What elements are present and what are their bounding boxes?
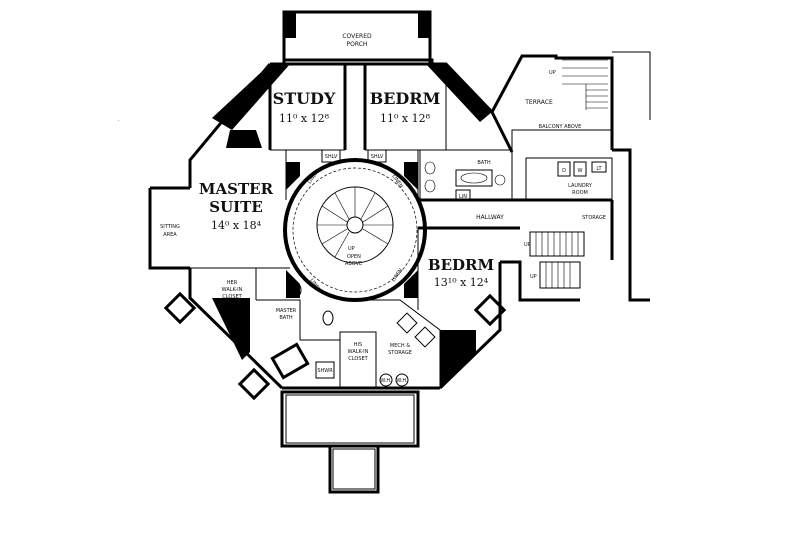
storage-label: STORAGE: [582, 215, 606, 221]
laundry-label-1: LAUNDRY: [568, 183, 593, 189]
laundry-label-2: ROOM: [572, 190, 588, 196]
covered-porch-label-1: COVERED: [342, 33, 372, 40]
bath-label: BATH: [477, 160, 491, 166]
stair-up-label: UP: [348, 246, 355, 252]
stair-up-label-3: UP: [530, 274, 537, 280]
mech-label-2: STORAGE: [388, 350, 412, 356]
washer-label: W: [578, 168, 583, 174]
bay-boxes: [163, 291, 507, 401]
shlv-label-2: SHLV: [371, 154, 384, 160]
bedrm2-name: BEDRM: [428, 256, 494, 274]
master-dim: 14⁰ x 18⁴: [211, 219, 262, 232]
bedrm1-dim: 11⁰ x 12⁸: [380, 112, 431, 125]
bedroom-1: BEDRM 11⁰ x 12⁸: [363, 64, 447, 151]
storage-and-stair: STORAGE UP UP: [500, 148, 650, 302]
her-closet-2: WALK-IN: [222, 287, 243, 293]
sitting-label-1: SITTING: [160, 224, 180, 230]
mech-label-1: MECH &: [390, 343, 410, 349]
open-above-label-2: ABOVE: [345, 261, 362, 267]
master-name-2: SUITE: [209, 198, 263, 216]
mech-storage: MECH & STORAGE W.H. W.H.: [360, 299, 441, 388]
master-bath-1: MASTER: [276, 308, 297, 314]
lin-label: LIN: [459, 194, 467, 200]
notch-mark: ·: [118, 118, 120, 124]
covered-porch: COVERED PORCH: [282, 10, 432, 66]
terrace-area: TERRACE BALCONY ABOVE UP: [490, 51, 651, 153]
terrace-up-label: UP: [549, 70, 556, 76]
terrace-label: TERRACE: [524, 99, 553, 106]
lt-label: LT: [596, 166, 602, 172]
master-bath-2: BATH: [279, 315, 293, 321]
bedroom-2: BEDRM 13¹⁰ x 12⁴: [417, 228, 494, 310]
his-closet-2: WALK-IN: [348, 349, 369, 355]
shlv-label-1: SHLV: [325, 154, 338, 160]
hallway-label: HALLWAY: [476, 214, 504, 221]
her-closet-1: HER: [227, 280, 238, 286]
study-dim: 11⁰ x 12⁸: [279, 112, 330, 125]
master-suite: MASTER SUITE 14⁰ x 18⁴ SITTING AREA: [160, 180, 290, 269]
study-room: STUDY 11⁰ x 12⁸: [268, 64, 347, 151]
laundry-room: D W LT LAUNDRY ROOM: [525, 157, 613, 201]
his-closet-3: CLOSET: [348, 356, 368, 362]
stair-up-label-2: UP: [524, 242, 531, 248]
wh-label-2: W.H.: [396, 378, 408, 384]
lower-deck: [280, 390, 420, 494]
balcony-label: BALCONY ABOVE: [539, 124, 582, 130]
her-closet-3: CLOSET: [222, 294, 242, 300]
covered-porch-label-2: PORCH: [347, 41, 368, 48]
hallway: HALLWAY: [418, 198, 612, 230]
closets-and-master-bath: HER WALK-IN CLOSET MASTER BATH SHWR HIS …: [222, 268, 377, 389]
wh-label-1: W.H.: [380, 378, 392, 384]
shower-label: SHWR: [317, 368, 333, 374]
study-name: STUDY: [273, 89, 336, 108]
bedrm1-name: BEDRM: [370, 89, 441, 108]
open-above-label-1: OPEN: [347, 254, 361, 260]
sitting-label-2: AREA: [163, 232, 177, 238]
his-closet-1: HIS: [354, 342, 362, 348]
bath-area: BATH LIN: [419, 149, 513, 201]
dryer-label: D: [562, 168, 566, 174]
bedrm2-dim: 13¹⁰ x 12⁴: [434, 276, 489, 289]
main-outline: [148, 58, 502, 390]
rotunda: UP OPEN ABOVE LINEN LINEN: [283, 158, 427, 302]
master-name-1: MASTER: [199, 180, 274, 198]
